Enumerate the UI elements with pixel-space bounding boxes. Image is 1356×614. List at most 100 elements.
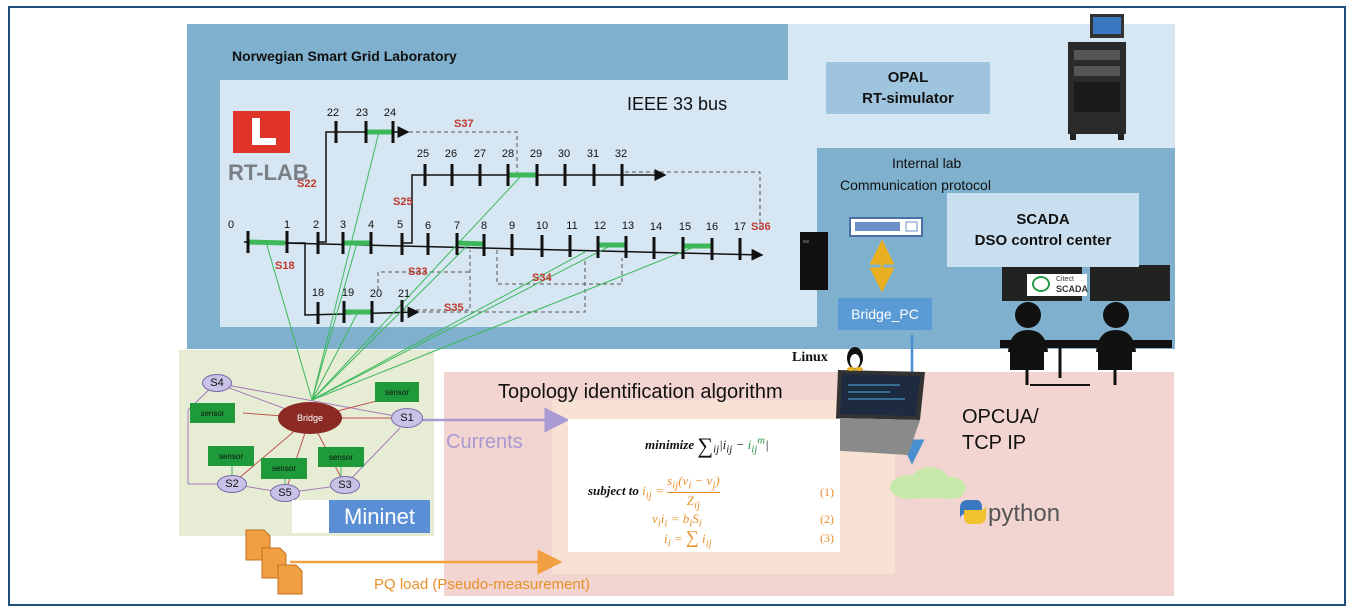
- bus-label: 14: [650, 221, 662, 233]
- mininet-logo-label: Mininet: [344, 503, 415, 529]
- bus-ticks: [246, 121, 742, 324]
- ieee-region: [220, 80, 817, 327]
- bus-label: 2: [313, 219, 319, 231]
- bus-label: 12: [594, 220, 606, 232]
- tie-lines: [377, 131, 761, 313]
- bus-label: 27: [474, 148, 486, 160]
- switch-label: S22: [297, 178, 317, 190]
- bus-label: 16: [706, 221, 718, 233]
- citect-brand: Citect: [1056, 276, 1074, 283]
- opcua-line-1: OPCUA/: [962, 406, 1039, 428]
- signal-lines: [265, 131, 698, 401]
- mininet-switch-s3: S3: [330, 476, 360, 494]
- cloud-icon: [890, 467, 966, 499]
- opal-rack-icon: [1068, 14, 1126, 140]
- bridge-node-label: Bridge: [296, 413, 323, 423]
- rtlab-logo-glyph: [252, 118, 260, 144]
- bus-label: 13: [622, 220, 634, 232]
- main-feeder: [243, 241, 764, 261]
- sensor-box: sensor: [261, 458, 307, 479]
- python-label: python: [988, 500, 1061, 527]
- bus-label: 18: [312, 287, 324, 299]
- bus-label: 20: [370, 288, 382, 300]
- pq-load-label: PQ load (Pseudo-measurement): [374, 576, 590, 593]
- switch-label: S36: [751, 221, 771, 233]
- mininet-logo-label-bg: Mininet: [329, 500, 430, 533]
- mininet-switch-s1: S1: [391, 408, 423, 428]
- equation-number: (1): [820, 485, 834, 499]
- switch-label: S35: [444, 302, 464, 314]
- bus-label: 22: [327, 107, 339, 119]
- opal-label: OPAL RT-simulator: [826, 62, 990, 114]
- mininet-switch-s4: S4: [202, 374, 232, 392]
- bridge-pc-box: Bridge_PC: [838, 298, 932, 330]
- bus-label: 17: [734, 221, 746, 233]
- mininet-bridge-node: Bridge: [278, 402, 342, 434]
- opcua-line-2: TCP IP: [962, 432, 1027, 454]
- switch-label: S18: [275, 260, 295, 272]
- formula-box: minimize ∑ij|iij − iijm| subject to iij …: [568, 419, 840, 552]
- lateral-22: [318, 126, 410, 243]
- switch-label: S37: [454, 118, 474, 130]
- citect-scada: SCADA: [1056, 284, 1089, 294]
- mininet-switch-s2: S2: [217, 475, 247, 493]
- minimize-keyword: minimize: [645, 436, 695, 452]
- bus-label: 28: [502, 148, 514, 160]
- sensor-label: sensor: [200, 408, 225, 418]
- linux-label: Linux: [792, 350, 828, 365]
- bus-label: 8: [481, 220, 487, 232]
- document-stack-icon: [245, 529, 303, 595]
- citect-logo-icon: [1032, 276, 1050, 292]
- internal-lab-line-2: Communication protocol: [840, 177, 991, 193]
- bus-label: 7: [454, 220, 460, 232]
- scada-operators-icon: [1000, 265, 1172, 386]
- lab-title: Norwegian Smart Grid Laboratory: [232, 48, 457, 64]
- constraint-1: subject to iij = sij(vi − vj) Zij: [588, 473, 720, 512]
- bus-label: 11: [566, 220, 577, 232]
- bus-label: 5: [397, 219, 403, 231]
- bus-label: 31: [587, 148, 599, 160]
- sensor-box: sensor: [190, 403, 235, 423]
- switch-label: S33: [408, 266, 428, 278]
- mininet-switch-s5: S5: [270, 484, 300, 502]
- bus-label: 4: [368, 219, 374, 231]
- equation-number: (3): [820, 531, 834, 545]
- laptop-icon: [826, 370, 925, 455]
- switch-labels: S18 S22 S25 S33 S34 S35 S36 S37: [275, 118, 771, 314]
- bus-label: 29: [530, 148, 542, 160]
- sensor-box: sensor: [208, 446, 254, 466]
- objective-expression: ∑: [697, 433, 714, 458]
- linux-penguin-icon: [847, 347, 863, 371]
- bus-label: 21: [398, 288, 410, 300]
- sensor-label: sensor: [218, 451, 243, 461]
- algorithm-title: Topology identification algorithm: [498, 381, 783, 403]
- bus-label: 32: [615, 148, 627, 160]
- opal-box: [826, 62, 990, 114]
- bus-label: 19: [342, 287, 354, 299]
- sensor-label: sensor: [328, 452, 353, 462]
- subject-to-keyword: subject to: [588, 483, 639, 499]
- bus-label: 25: [417, 148, 429, 160]
- bus-label: 23: [356, 107, 368, 119]
- bus-labels: 0 1 2 3 4 5 6 7 8 9 10 11 12 13 14 15 16…: [228, 107, 746, 300]
- bus-label: 26: [445, 148, 457, 160]
- opal-line-1: OPAL: [887, 69, 929, 86]
- currents-label: Currents: [446, 431, 523, 453]
- equation-number: (2): [820, 512, 834, 526]
- bus-label: 6: [425, 220, 431, 232]
- bridge-pc-label: Bridge_PC: [851, 306, 919, 322]
- switch-node-label: S2: [225, 478, 239, 490]
- ieee-title: IEEE 33 bus: [627, 94, 728, 114]
- switch-node-label: S3: [338, 479, 352, 491]
- rtlab-logo-mark: [233, 111, 290, 153]
- lateral-25: [402, 169, 667, 244]
- bus-label: 0: [228, 219, 234, 231]
- network-switch-icon: [849, 217, 923, 237]
- scada-line-1: SCADA: [1016, 211, 1070, 228]
- scada-label: SCADA DSO control center: [947, 193, 1139, 267]
- bus-label: 30: [558, 148, 570, 160]
- switch-node-label: S5: [278, 487, 292, 499]
- rtlab-logo-text: RT-LAB: [228, 160, 309, 185]
- internal-lab-line-1: Internal lab: [892, 155, 962, 171]
- switch-node-label: S4: [210, 377, 224, 389]
